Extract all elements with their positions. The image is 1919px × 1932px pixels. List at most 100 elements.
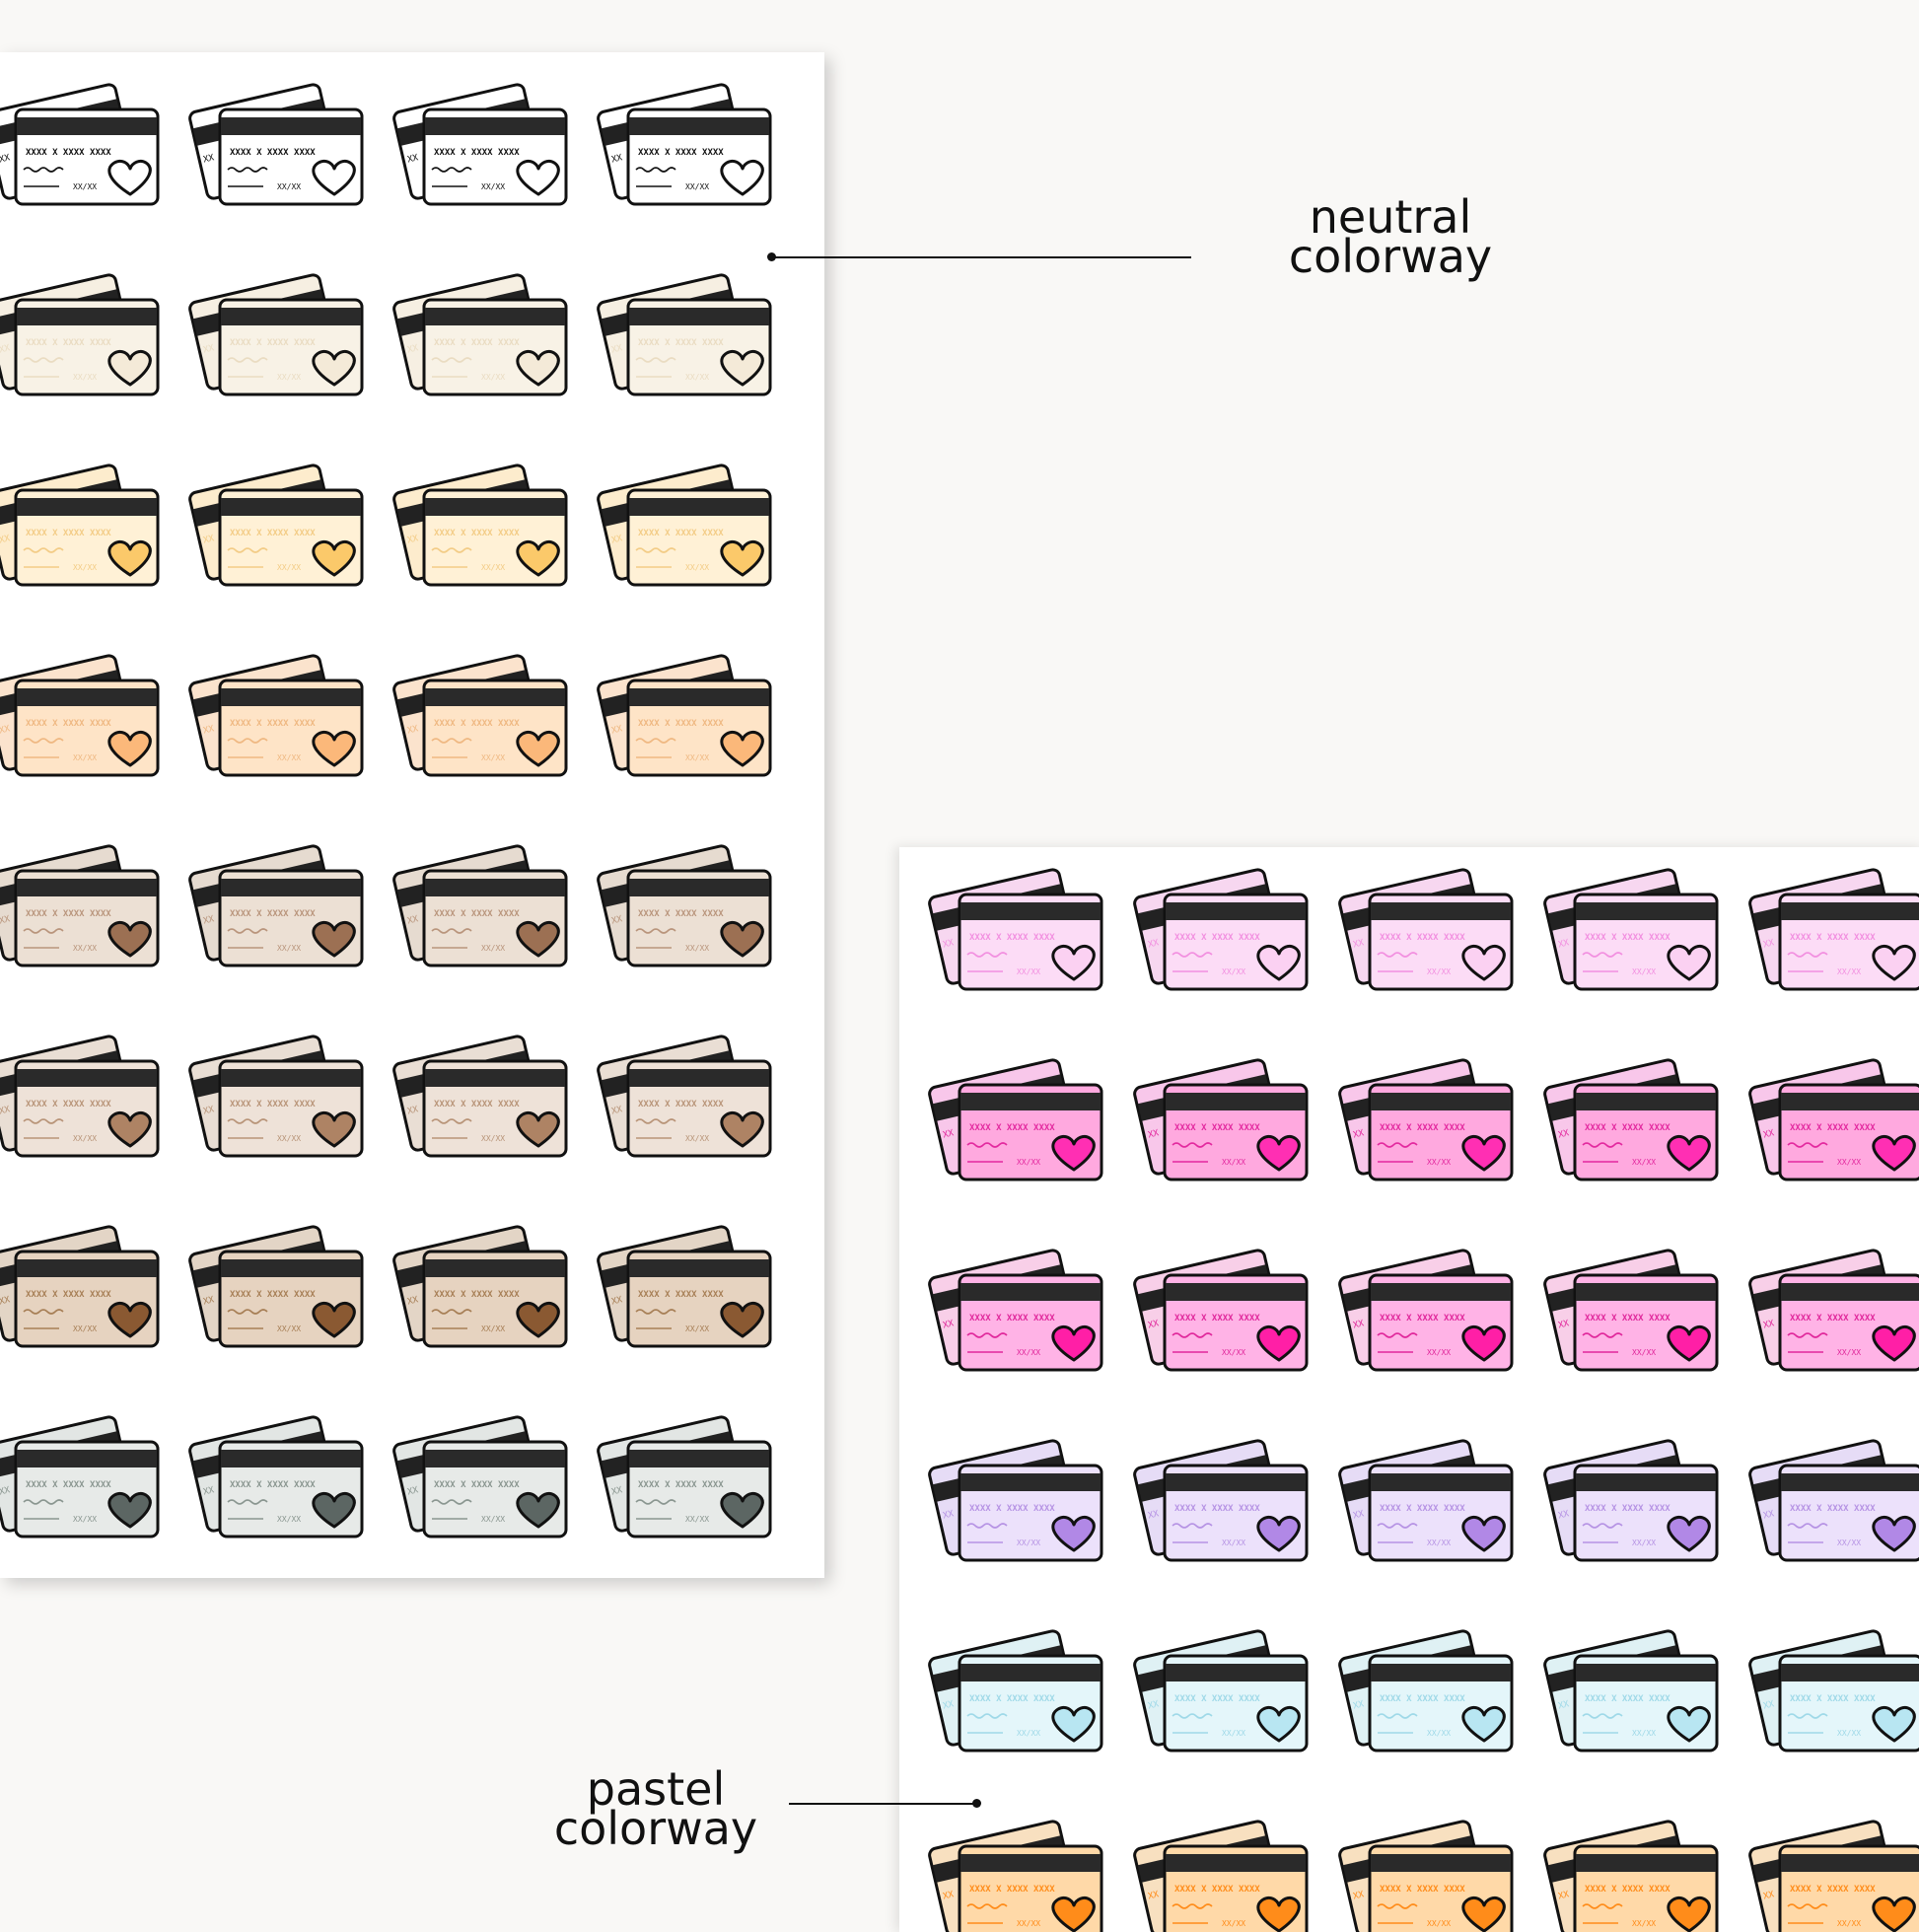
svg-text:XXXX X XXXX XXXX: XXXX X XXXX XXXX <box>230 338 316 348</box>
svg-text:XX/XX: XX/XX <box>1632 1919 1656 1928</box>
svg-text:XX/XX: XX/XX <box>685 1134 709 1143</box>
svg-text:XXXX X XXXX XXXX: XXXX X XXXX XXXX <box>1790 1504 1876 1514</box>
svg-text:XX/XX: XX/XX <box>1222 1538 1245 1547</box>
svg-text:XXXX X XXXX XXXX: XXXX X XXXX XXXX <box>26 148 111 158</box>
svg-text:XXXX X XXXX XXXX: XXXX X XXXX XXXX <box>230 529 316 538</box>
svg-text:XX: XX <box>0 1295 12 1307</box>
svg-text:XX/XX: XX/XX <box>685 944 709 953</box>
svg-text:XX/XX: XX/XX <box>277 753 301 762</box>
svg-text:XX/XX: XX/XX <box>1632 1538 1656 1547</box>
svg-text:XXXX X XXXX XXXX: XXXX X XXXX XXXX <box>638 148 724 158</box>
svg-text:XX/XX: XX/XX <box>685 1324 709 1333</box>
svg-text:XX/XX: XX/XX <box>1427 967 1451 976</box>
svg-text:XX/XX: XX/XX <box>1222 1919 1245 1928</box>
svg-text:XXXX X XXXX XXXX: XXXX X XXXX XXXX <box>969 933 1055 943</box>
svg-text:XXXX X XXXX XXXX: XXXX X XXXX XXXX <box>969 1504 1055 1514</box>
svg-text:XXXX X XXXX XXXX: XXXX X XXXX XXXX <box>1585 933 1670 943</box>
svg-text:XXXX X XXXX XXXX: XXXX X XXXX XXXX <box>1174 1694 1260 1704</box>
svg-text:XXXX X XXXX XXXX: XXXX X XXXX XXXX <box>230 719 316 729</box>
svg-text:XX: XX <box>1352 1509 1365 1521</box>
svg-text:XXXX X XXXX XXXX: XXXX X XXXX XXXX <box>638 909 724 919</box>
svg-text:XX/XX: XX/XX <box>1427 1348 1451 1357</box>
svg-text:XXXX X XXXX XXXX: XXXX X XXXX XXXX <box>1174 1885 1260 1895</box>
svg-text:XX/XX: XX/XX <box>1427 1919 1451 1928</box>
svg-text:XXXX X XXXX XXXX: XXXX X XXXX XXXX <box>434 909 520 919</box>
svg-text:XX: XX <box>406 1485 419 1497</box>
svg-text:XX: XX <box>610 534 623 545</box>
svg-text:XX/XX: XX/XX <box>277 563 301 572</box>
svg-text:XX: XX <box>0 914 12 926</box>
svg-text:XX: XX <box>610 914 623 926</box>
svg-text:XX: XX <box>1557 938 1570 950</box>
svg-text:XX: XX <box>1352 1128 1365 1140</box>
svg-text:XX: XX <box>1352 1699 1365 1711</box>
svg-text:XXXX X XXXX XXXX: XXXX X XXXX XXXX <box>26 1290 111 1300</box>
svg-text:XX/XX: XX/XX <box>481 1134 505 1143</box>
svg-text:XX/XX: XX/XX <box>1222 1158 1245 1167</box>
svg-text:XX/XX: XX/XX <box>277 1134 301 1143</box>
svg-text:XXXX X XXXX XXXX: XXXX X XXXX XXXX <box>1174 1314 1260 1324</box>
svg-text:XX: XX <box>942 1699 955 1711</box>
pastel-label-line1: pastel <box>586 1762 726 1816</box>
svg-text:XX: XX <box>942 938 955 950</box>
svg-text:XX: XX <box>942 1319 955 1330</box>
svg-text:XX/XX: XX/XX <box>1837 1158 1861 1167</box>
svg-text:XX: XX <box>610 1105 623 1116</box>
neutral-label-line2: colorway <box>1288 230 1493 283</box>
svg-text:XXXX X XXXX XXXX: XXXX X XXXX XXXX <box>434 529 520 538</box>
svg-text:XX/XX: XX/XX <box>73 1324 97 1333</box>
svg-text:XX/XX: XX/XX <box>1017 1158 1040 1167</box>
svg-text:XX: XX <box>406 534 419 545</box>
svg-text:XX: XX <box>406 1295 419 1307</box>
svg-text:XX: XX <box>942 1890 955 1901</box>
svg-text:XX/XX: XX/XX <box>1427 1158 1451 1167</box>
svg-text:XX/XX: XX/XX <box>73 563 97 572</box>
svg-text:XX: XX <box>1762 1128 1775 1140</box>
